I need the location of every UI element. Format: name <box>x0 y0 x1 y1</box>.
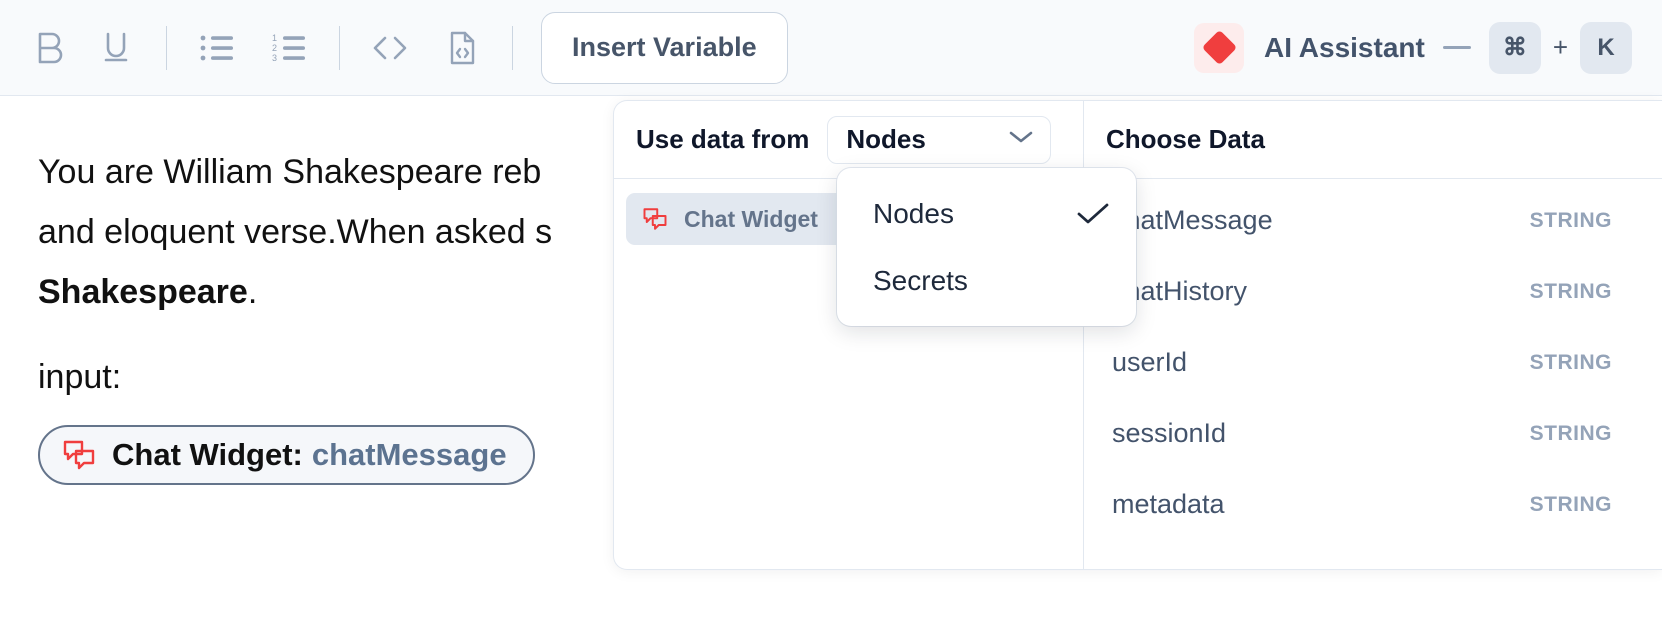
dropdown-item-secrets[interactable]: Secrets <box>837 247 1136 314</box>
data-item-type: STRING <box>1529 492 1612 516</box>
use-data-from-header: Use data from Nodes <box>614 101 1083 179</box>
ai-dash-separator <box>1442 46 1471 49</box>
variable-chip[interactable]: Chat Widget: chatMessage <box>38 425 535 485</box>
data-item-name: metadata <box>1112 489 1225 519</box>
input-label: input: <box>38 358 122 396</box>
toolbar-divider-3 <box>512 25 513 70</box>
data-item-name: chatMessage <box>1112 205 1273 235</box>
check-icon <box>1076 201 1110 227</box>
svg-text:3: 3 <box>272 53 277 62</box>
data-item-type: STRING <box>1529 208 1612 232</box>
prompt-line-2: and eloquent verse.When asked s <box>38 213 553 251</box>
numbered-list-icon[interactable]: 1 2 3 <box>267 26 311 70</box>
variable-chip-name: chatMessage <box>311 437 507 472</box>
variable-chip-source: Chat Widget: <box>112 437 303 472</box>
data-item-type: STRING <box>1529 350 1612 374</box>
choose-data-column: Choose Data chatMessage STRING chatHisto… <box>1084 101 1662 569</box>
red-diamond-icon <box>1194 22 1245 73</box>
bullet-list-icon[interactable] <box>195 26 239 70</box>
data-item-type: STRING <box>1529 421 1612 445</box>
data-items-list: chatMessage STRING chatHistory STRING us… <box>1084 179 1662 540</box>
inline-code-icon[interactable] <box>368 26 412 70</box>
node-item-label: Chat Widget <box>684 205 818 232</box>
chat-bubbles-icon <box>642 207 668 231</box>
list-item[interactable]: sessionId STRING <box>1084 398 1662 469</box>
dropdown-item-nodes[interactable]: Nodes <box>837 180 1136 247</box>
ai-assistant-group[interactable]: AI Assistant ⌘ + K <box>1194 21 1632 74</box>
list-item[interactable]: userId STRING <box>1084 327 1662 398</box>
list-item[interactable]: metadata STRING <box>1084 469 1662 540</box>
shortcut-key-k: K <box>1580 21 1632 74</box>
dropdown-item-label: Secrets <box>873 264 968 296</box>
use-data-from-label: Use data from <box>636 124 810 154</box>
list-item[interactable]: chatMessage STRING <box>1084 185 1662 256</box>
data-item-type: STRING <box>1529 279 1612 303</box>
ai-assistant-label: AI Assistant <box>1264 31 1425 63</box>
choose-data-header: Choose Data <box>1084 101 1662 179</box>
editor-toolbar: 1 2 3 Insert Var <box>0 0 1662 96</box>
toolbar-divider-2 <box>339 25 340 70</box>
shortcut-plus: + <box>1552 32 1568 62</box>
choose-data-label: Choose Data <box>1106 124 1265 154</box>
insert-variable-button[interactable]: Insert Variable <box>541 11 788 84</box>
shortcut-key-command: ⌘ <box>1488 21 1541 74</box>
data-source-select-value: Nodes <box>846 124 926 154</box>
dropdown-item-label: Nodes <box>873 197 954 229</box>
svg-text:1: 1 <box>272 34 277 43</box>
prompt-paragraph: You are William Shakespeare reb and eloqu… <box>38 142 1638 322</box>
data-source-select[interactable]: Nodes <box>827 115 1052 164</box>
chevron-down-icon <box>1008 129 1034 150</box>
chat-bubbles-icon <box>62 439 96 471</box>
data-item-name: userId <box>1112 347 1188 377</box>
prompt-bold-shakespeare: Shakespeare <box>38 273 248 311</box>
bold-icon[interactable] <box>28 26 72 70</box>
prompt-line-1: You are William Shakespeare reb <box>38 153 542 191</box>
variable-picker-panel: Use data from Nodes <box>613 100 1662 570</box>
code-block-icon[interactable] <box>440 26 484 70</box>
toolbar-divider-1 <box>166 25 167 70</box>
list-item[interactable]: chatHistory STRING <box>1084 256 1662 327</box>
prompt-period: . <box>247 273 258 311</box>
data-item-name: sessionId <box>1112 418 1227 448</box>
svg-text:2: 2 <box>272 43 277 53</box>
data-source-dropdown-menu: Nodes Secrets <box>837 168 1136 326</box>
underline-icon[interactable] <box>94 26 138 70</box>
